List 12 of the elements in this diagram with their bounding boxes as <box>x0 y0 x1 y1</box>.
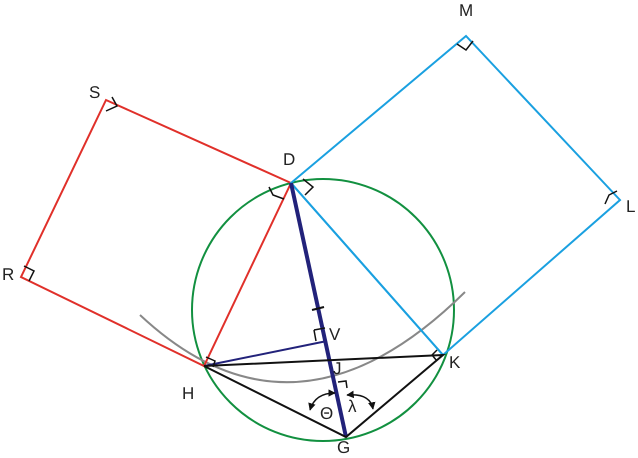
point-label: R <box>2 266 14 283</box>
point-label: V <box>329 326 340 343</box>
point-label: D <box>283 151 296 168</box>
point-label: M <box>459 2 474 19</box>
angle-label: λ <box>348 398 356 415</box>
angle-label: Θ <box>320 405 334 422</box>
point-label: S <box>89 84 100 101</box>
point-label: H <box>182 385 194 402</box>
point-label: K <box>449 354 460 371</box>
point-label: G <box>337 439 350 456</box>
point-label: L <box>626 198 636 215</box>
point-label: J <box>333 360 342 377</box>
